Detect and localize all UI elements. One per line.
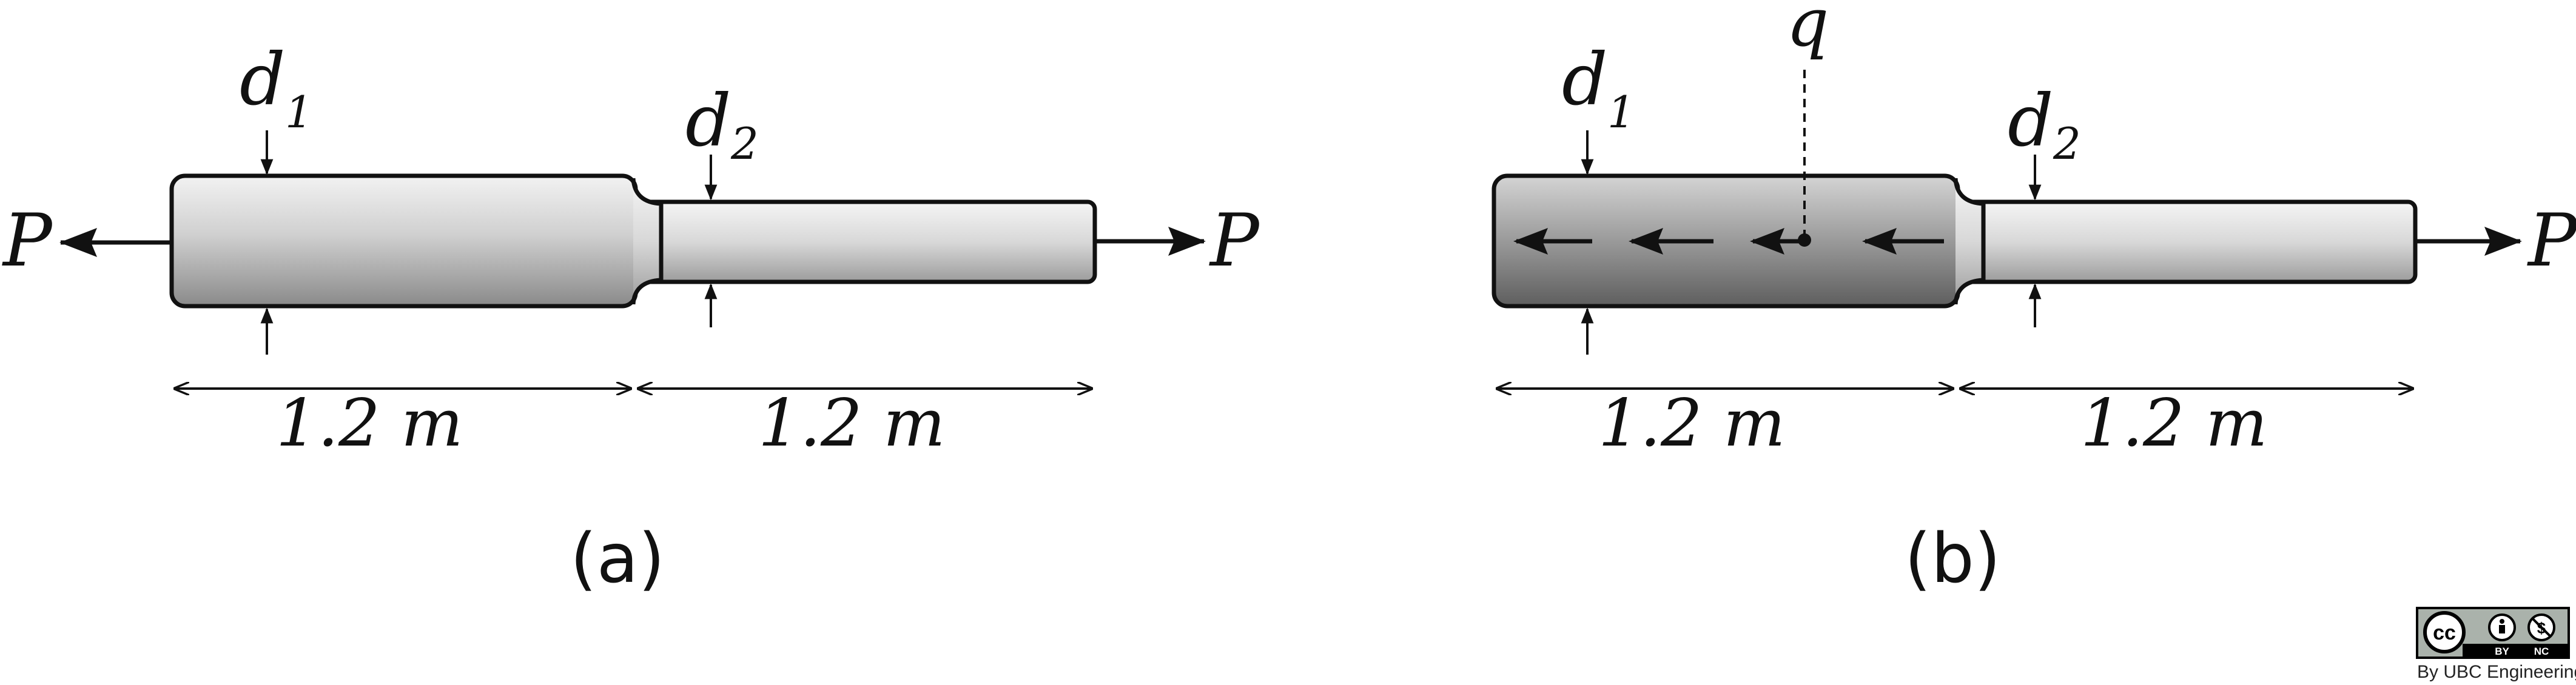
panel-b: q P d 1 d 2 1.2 m 1.2 m (b) [1491,0,2576,598]
dim-label-right-b: 1.2 m [2080,386,2268,461]
dim-label-left-b: 1.2 m [1598,386,1786,461]
license-badge[interactable]: cc $ BY NC By UBC Engineering [2416,607,2576,682]
force-label-right-a: P [1209,199,1260,283]
cc-icon-text: cc [2433,621,2456,644]
d1-subscript-a: 1 [285,87,313,138]
caption-a: (a) [570,520,665,598]
q-label: q [1786,0,1829,61]
panel-a: P P d 1 d 2 1.2 m 1.2 m (a) [2,38,1260,598]
distributed-load-head-2 [1629,228,1663,255]
license-credit: By UBC Engineering [2417,662,2576,682]
license-badge-band [2463,644,2568,657]
d1-label-b: d [1562,38,1608,121]
rod-fillet-a [631,178,664,305]
rod-fillet-b [1953,178,1986,305]
dim-label-left-a: 1.2 m [276,386,463,461]
rod-thick-section-a [169,173,638,309]
by-person-head [2500,619,2504,624]
rod-thin-section-b [1951,199,2418,284]
by-text: BY [2495,646,2509,657]
d2-subscript-b: 2 [2053,118,2081,169]
distributed-load-head-1 [1513,228,1548,255]
by-person-body [2499,625,2505,633]
d1-subscript-b: 1 [1607,87,1635,138]
force-arrowhead-right-b [2484,227,2522,256]
nc-slash [2531,617,2552,638]
cc-icon [2423,611,2466,653]
caption-b: (b) [1905,520,2000,598]
force-arrowhead-left-a [59,228,97,257]
distributed-load-head-3 [1750,228,1784,255]
d2-label-a: d [685,79,731,162]
force-arrowhead-right-a [1168,227,1206,256]
force-label-right-b: P [2527,199,2576,283]
distributed-load-head-4 [1862,228,1897,255]
d2-subscript-a: 2 [730,118,759,169]
rod-thin-section-a [628,199,1097,284]
nc-text: NC [2534,646,2549,657]
d2-label-b: d [2008,79,2054,162]
force-label-left-a: P [2,199,53,283]
q-point-marker [1798,233,1811,247]
dim-label-right-a: 1.2 m [758,386,946,461]
d1-label-a: d [240,38,286,121]
